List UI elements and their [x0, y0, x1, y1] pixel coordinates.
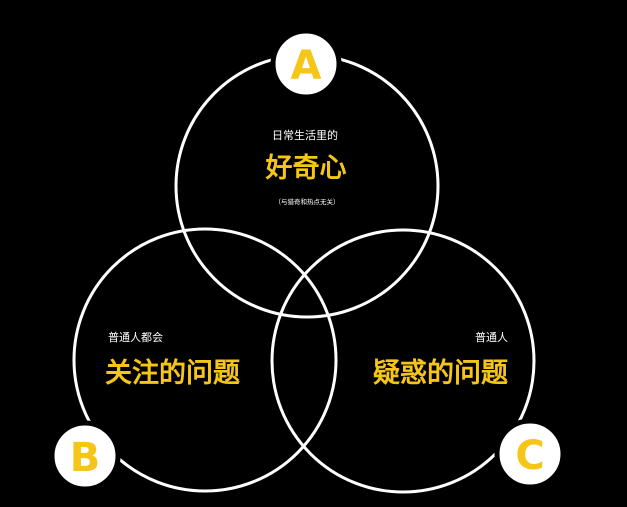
- circle-c-top-label: 普通人: [475, 330, 508, 344]
- circle-a-top-label: 日常生活里的: [272, 128, 338, 142]
- circle-c-main-label: 疑惑的问题: [373, 357, 508, 389]
- circle-a-main-label: 好奇心: [265, 153, 347, 184]
- badge-a-circle: [270, 28, 342, 100]
- badge-a-letter: A: [291, 43, 322, 89]
- circle-b: [72, 227, 338, 493]
- badge-c-circle: [494, 418, 566, 490]
- circle-a-note: （与猎奇和热点无关）: [275, 197, 340, 206]
- badge-b-circle: [49, 420, 121, 492]
- circle-b-main-label: 关注的问题: [105, 357, 240, 389]
- badge-c: C: [494, 418, 566, 490]
- badge-b-letter: B: [70, 435, 101, 481]
- badge-b: B: [49, 420, 121, 492]
- badge-c-letter: C: [515, 433, 544, 479]
- badge-a: A: [270, 28, 342, 100]
- circle-c: [270, 228, 536, 494]
- circle-b-top-label: 普通人都会: [108, 330, 163, 344]
